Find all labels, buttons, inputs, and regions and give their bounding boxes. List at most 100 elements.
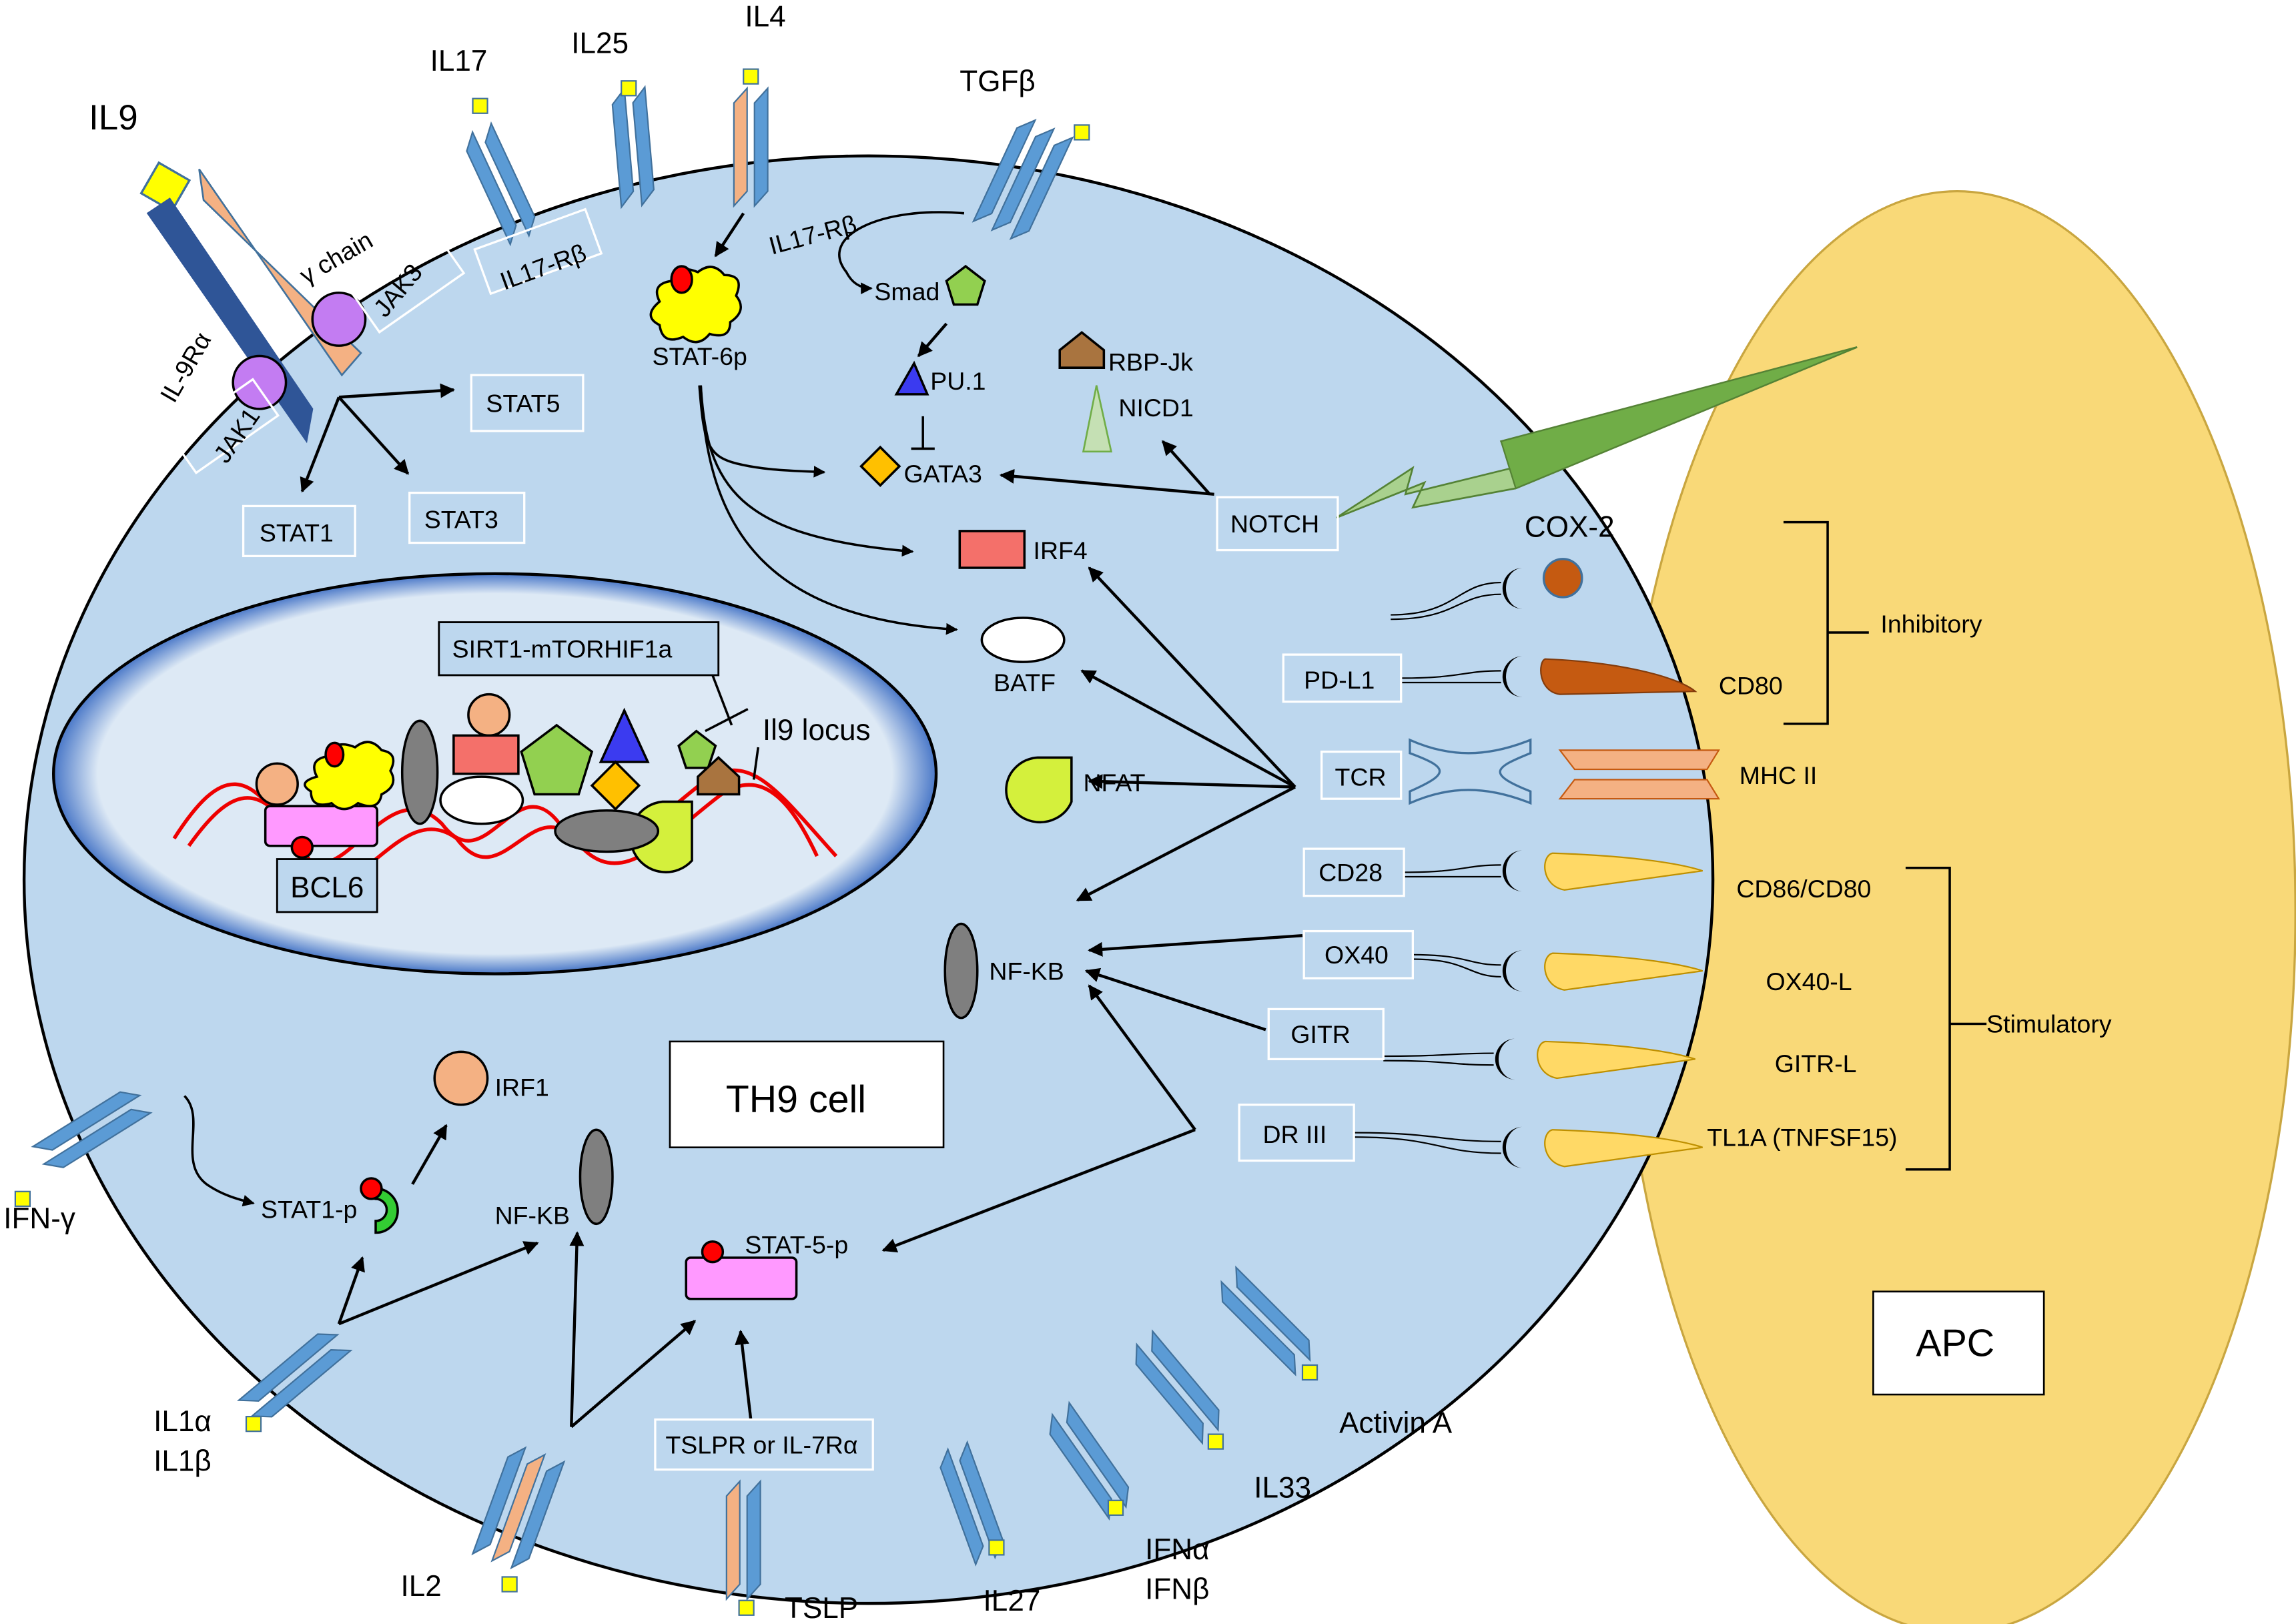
bcl6-box (276, 858, 378, 913)
smad-shape (945, 264, 986, 306)
nicd1-label: NICD1 (1118, 394, 1193, 422)
tslpr-label: TSLPR or IL-7Rα (665, 1431, 857, 1459)
il17-ligand-icon (472, 97, 488, 114)
rbpjk-label: RBP-Jk (1108, 348, 1193, 376)
il1-ligand-icon (245, 1416, 262, 1433)
nfkb-label-1: NF-KB (989, 957, 1064, 985)
th9-title: TH9 cell (726, 1078, 866, 1121)
ifng-label: IFN-γ (3, 1202, 75, 1235)
apc-title: APC (1916, 1322, 1994, 1365)
receptors (14, 68, 1318, 1616)
ox40l-label: OX40-L (1766, 967, 1852, 995)
sirt-label: SIRT1-mTORHIF1a (452, 635, 673, 663)
ifna-receptor (1049, 1400, 1130, 1521)
il2-ligand-icon (501, 1576, 518, 1593)
cox2-interaction (1391, 558, 1583, 621)
activin-receptor (1220, 1265, 1311, 1376)
stat5p-label: STAT-5-p (745, 1230, 848, 1258)
stimulatory-bracket (1905, 867, 1987, 1171)
il25-ligand-icon (621, 80, 637, 97)
activin-label: Activin A (1339, 1406, 1453, 1439)
surface-interactions (1354, 558, 1720, 1168)
pdl1-interaction (1401, 656, 1697, 698)
nicd1-shape (1082, 385, 1113, 453)
activin-ligand-icon (1301, 1364, 1318, 1381)
jak1 (232, 354, 288, 410)
il9-locus-label: Il9 locus (763, 714, 871, 747)
cd86-label: CD86/CD80 (1736, 875, 1871, 903)
rbpjk-shape (1058, 331, 1106, 369)
il33-receptor (1135, 1329, 1220, 1445)
smad-label: Smad (874, 278, 939, 306)
cd28-interaction (1404, 850, 1703, 892)
tslp-ligand-icon (738, 1599, 755, 1616)
ifna-label: IFNα (1145, 1533, 1209, 1566)
stat6p-label: STAT-6p (653, 342, 747, 370)
irf4-label: IRF4 (1034, 536, 1088, 564)
il33-label: IL33 (1254, 1471, 1311, 1504)
il1a-label: IL1α (153, 1405, 212, 1438)
cd28-label: CD28 (1318, 859, 1383, 887)
receptor-crescent-icon (1495, 1038, 1516, 1080)
pu1-shape (894, 360, 929, 396)
irf1-label: IRF1 (495, 1074, 549, 1102)
receptor-crescent-icon (1502, 568, 1523, 609)
il4-label: IL4 (745, 1, 785, 33)
il9ra-label: IL-9Rα (155, 328, 217, 407)
ifng-ligand-icon (14, 1190, 31, 1207)
tl1a-label: TL1A (TNFSF15) (1707, 1123, 1897, 1151)
gata3-shape (859, 445, 901, 488)
inhibitory-bracket (1783, 520, 1869, 725)
il2-receptor (471, 1446, 566, 1570)
th9-title-box (669, 1040, 945, 1148)
irf1-shape (433, 1050, 489, 1106)
mhc2-label: MHC II (1740, 761, 1818, 789)
stat1p-shape (374, 1187, 399, 1234)
tgfb-ligand-icon (1074, 124, 1090, 141)
jak3 (311, 291, 367, 347)
il2-label: IL2 (401, 1570, 442, 1603)
pdl1-label: PD-L1 (1304, 666, 1375, 694)
il9-label: IL9 (89, 98, 138, 137)
tcr-shape (1409, 738, 1532, 805)
receptor-crescent-icon (1502, 850, 1523, 892)
il27-receptor (939, 1440, 1004, 1567)
mhc2-shape (1558, 749, 1720, 771)
il17-receptor (466, 121, 536, 247)
il4-ligand-icon (743, 68, 759, 85)
ifnb-label: IFNβ (1145, 1573, 1209, 1606)
il27-ligand-icon (988, 1539, 1005, 1556)
stimulatory-label: Stimulatory (1986, 1010, 2112, 1038)
stat1p-label: STAT1-p (261, 1196, 357, 1224)
gitr-label: GITR (1290, 1020, 1351, 1048)
il1-receptor (237, 1333, 353, 1418)
receptor-crescent-icon (1502, 1126, 1523, 1168)
dr3-interaction (1354, 1126, 1703, 1168)
apc-title-box (1872, 1290, 2045, 1396)
pu1-label: PU.1 (930, 367, 986, 395)
receptor-crescent-icon (1502, 950, 1523, 991)
receptor-crescent-icon (1502, 656, 1523, 698)
gitr-interaction (1383, 1038, 1696, 1080)
stat6p-shape (649, 265, 742, 344)
il27-label: IL27 (984, 1585, 1041, 1617)
ox40-label: OX40 (1324, 941, 1389, 969)
nfkb-label-2: NF-KB (495, 1201, 570, 1229)
dr3-label: DR III (1262, 1120, 1326, 1148)
sirt-box (438, 621, 720, 677)
gata3-label: GATA3 (904, 460, 982, 488)
cox2-label: COX-2 (1525, 511, 1615, 544)
stat5-label: STAT5 (486, 389, 560, 417)
cd80-label: CD80 (1719, 672, 1783, 700)
batf-shape (980, 617, 1066, 663)
irf4-shape (958, 530, 1026, 569)
ifng-receptor (31, 1091, 153, 1168)
il9-receptor (139, 161, 367, 444)
il1b-label: IL1β (153, 1445, 212, 1478)
apc-cell (1617, 190, 2296, 1624)
nfkb-shape-1 (943, 922, 979, 1020)
il25-receptor (611, 85, 655, 210)
tgfb-label: TGFβ (960, 65, 1036, 98)
tslp-receptor (725, 1479, 761, 1601)
